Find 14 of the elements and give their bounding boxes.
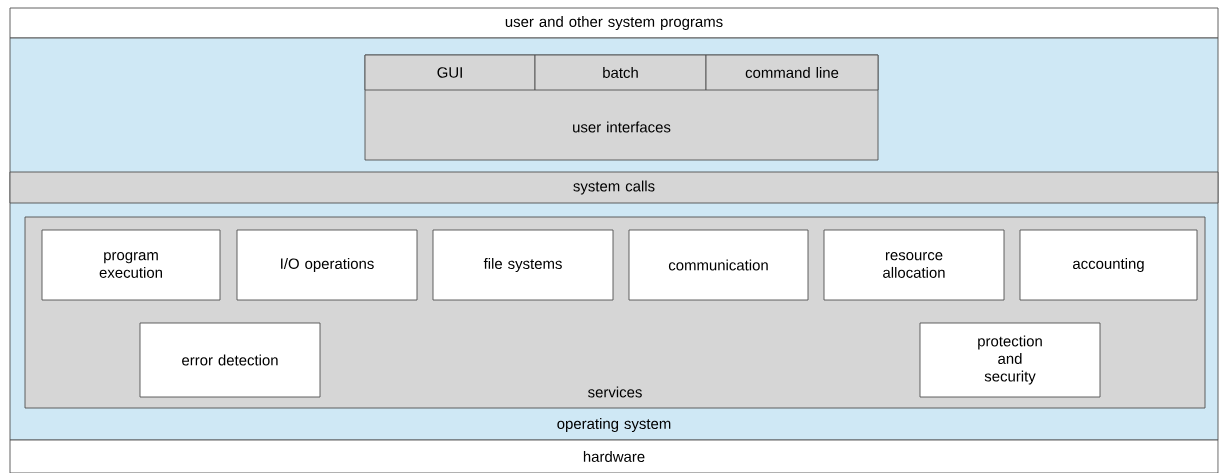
interface-tab: GUI (364, 54, 536, 91)
service-box: file systems (432, 229, 614, 301)
system-call-band: system calls (9, 171, 1219, 204)
interface-tab: batch (534, 54, 707, 91)
layer-band: user and other system programs (9, 7, 1219, 39)
service-box: program execution (41, 229, 221, 301)
service-box: protection and security (919, 322, 1101, 398)
service-box: I/O operations (236, 229, 418, 301)
service-box: communication (628, 229, 809, 301)
service-box: accounting (1019, 229, 1198, 301)
layer-band: hardware (9, 439, 1219, 473)
service-box: error detection (139, 322, 321, 398)
interface-tab: command line (705, 54, 879, 91)
service-box: resource allocation (823, 229, 1005, 301)
